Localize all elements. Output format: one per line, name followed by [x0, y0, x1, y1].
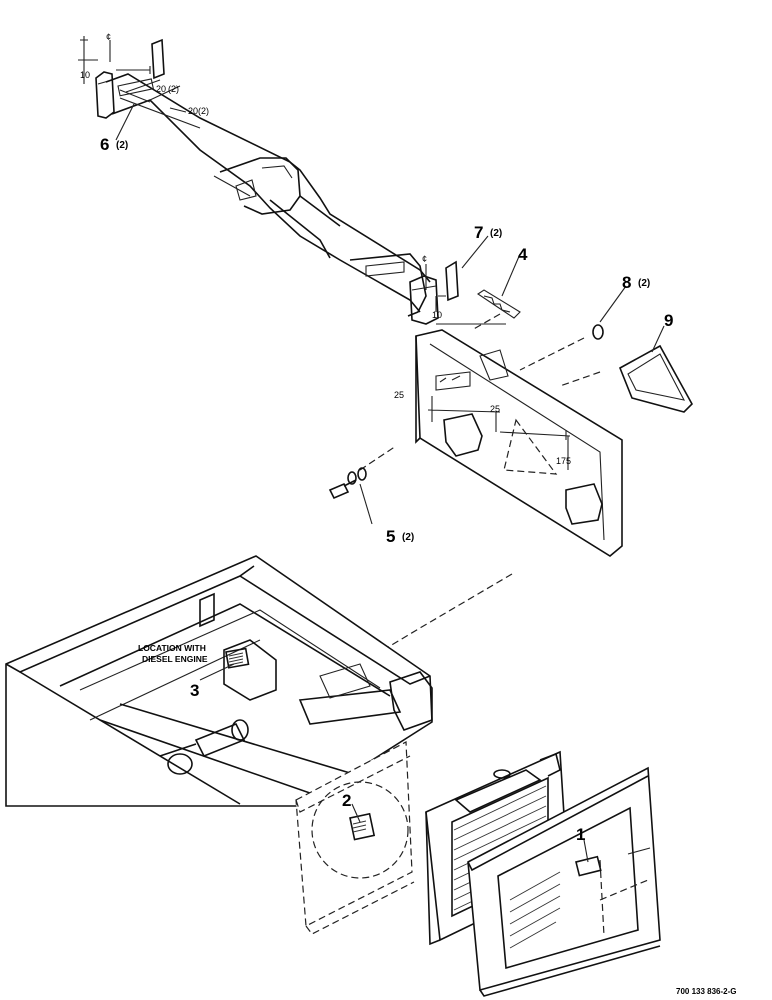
dim-10-left: 10 — [80, 70, 90, 80]
centerline-mark-left: ¢ — [106, 32, 111, 42]
dimension-labels: ¢ 10 20 (2) 20(2) ¢ 10 25 25 175 — [80, 32, 571, 466]
callout-7: 7 — [474, 223, 483, 242]
callout-4: 4 — [518, 245, 528, 264]
callout-leaders — [115, 103, 665, 863]
callout-labels: 1 2 3 4 5 (2) 6 (2) 7 (2) 8 (2) 9 — [100, 135, 673, 844]
note-line-2: DIESEL ENGINE — [142, 654, 208, 664]
grille-frame — [467, 766, 661, 997]
dim-25-left: 25 — [394, 390, 404, 400]
washer-8 — [592, 324, 604, 340]
callout-5: 5 — [386, 527, 395, 546]
rear-panel — [359, 313, 623, 665]
callout-8: 8 — [622, 273, 631, 292]
callout-7-qty: (2) — [490, 228, 502, 239]
dim-20-upper: 20 — [156, 84, 166, 94]
callout-6-qty: (2) — [116, 140, 128, 151]
dim-25-mid: 25 — [490, 404, 500, 414]
dim-175: 175 — [556, 456, 571, 466]
fan-shroud — [295, 741, 415, 935]
callout-8-qty: (2) — [638, 278, 650, 289]
callout-3: 3 — [190, 681, 199, 700]
engine-note: LOCATION WITH DIESEL ENGINE — [138, 643, 208, 664]
callout-6: 6 — [100, 135, 109, 154]
dim-10-right: 10 — [432, 310, 442, 320]
decal-4 — [436, 289, 521, 325]
dim-20-upper-qty: (2) — [168, 84, 179, 94]
callout-1: 1 — [576, 825, 585, 844]
reflector-9 — [618, 344, 693, 413]
swing-tongue — [78, 36, 459, 325]
dim-20-lower: 20(2) — [188, 106, 209, 116]
centerline-mark-right: ¢ — [422, 254, 427, 264]
drawing-number: 700 133 836-2-G — [676, 987, 737, 996]
main-frame — [5, 555, 433, 807]
callout-9: 9 — [664, 311, 673, 330]
callout-2: 2 — [342, 791, 351, 810]
callout-5-qty: (2) — [402, 532, 414, 543]
bolt-5 — [328, 467, 367, 500]
note-line-1: LOCATION WITH — [138, 643, 206, 653]
